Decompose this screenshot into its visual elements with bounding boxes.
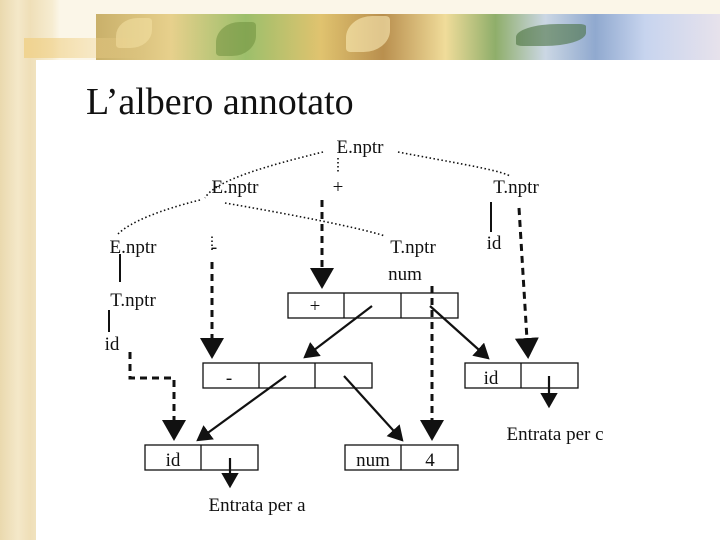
pointer-plus-left	[303, 305, 373, 359]
leaf-icon	[516, 24, 586, 46]
symbol-entries: Entrata per c Entrata per a	[208, 424, 603, 516]
arrow-id-left-to-record	[128, 352, 186, 441]
decorative-banner	[96, 14, 720, 62]
node-t-left: T.nptr	[110, 290, 156, 311]
node-root: E.nptr	[337, 137, 385, 158]
node-num: num	[388, 264, 422, 285]
pointer-plus-right	[429, 305, 490, 360]
record-plus	[287, 292, 459, 319]
banner-fade	[24, 38, 144, 58]
node-id-right: id	[487, 233, 502, 254]
slide-title: L’albero annotato	[86, 81, 354, 123]
node-t-mid: T.nptr	[390, 237, 436, 258]
record-id-c-label: id	[484, 368, 499, 389]
node-t-right: T.nptr	[493, 177, 539, 198]
tree-labels: E.nptr E.nptr + T.nptr E.nptr - T.nptr n…	[105, 137, 540, 355]
edge-root-left	[204, 151, 324, 199]
record-labels: + - id id num 4	[166, 296, 499, 471]
pointer-arrows	[196, 305, 558, 489]
record-boxes	[144, 292, 579, 471]
node-minus: -	[211, 237, 217, 258]
node-e-left: E.nptr	[212, 177, 260, 198]
record-num-label: num	[356, 450, 390, 471]
edge-e-t	[224, 202, 386, 237]
record-plus-op: +	[310, 296, 321, 317]
edge-root-right	[397, 151, 511, 177]
record-num-value: 4	[425, 450, 435, 471]
arrow-id-to-record	[514, 207, 539, 359]
node-e-leftmost: E.nptr	[110, 237, 158, 258]
node-plus: +	[333, 177, 344, 198]
node-id-left: id	[105, 334, 120, 355]
pointer-minus-right	[343, 375, 404, 442]
attribute-arrows	[128, 200, 539, 441]
record-minus-op: -	[226, 368, 232, 389]
entry-a: Entrata per a	[208, 495, 306, 516]
content-area	[36, 60, 720, 540]
record-minus	[202, 362, 373, 389]
tree-edges-solid	[108, 202, 492, 332]
entry-c: Entrata per c	[506, 424, 603, 445]
edge-e-left	[117, 199, 201, 235]
record-id-a-label: id	[166, 450, 181, 471]
tree-edges	[117, 151, 511, 250]
pointer-minus-left	[196, 375, 287, 442]
